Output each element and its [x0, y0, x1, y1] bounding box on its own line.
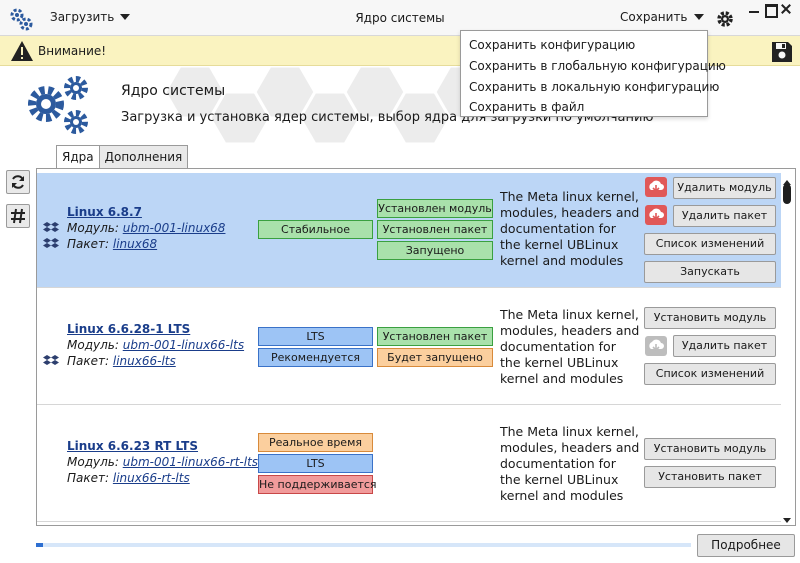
- row-divider: [37, 404, 781, 405]
- kernel-description: The Meta linux kernel, modules, headers …: [500, 189, 640, 268]
- refresh-icon: [12, 175, 24, 189]
- kernel-name[interactable]: Linux 6.6.23 RT LTS: [67, 439, 199, 453]
- run-button[interactable]: Запускать: [644, 261, 776, 283]
- load-menu-label: Загрузить: [50, 10, 115, 24]
- tab-kernels[interactable]: Ядра: [56, 145, 100, 170]
- warning-icon: [11, 41, 33, 61]
- kernel-description: The Meta linux kernel, modules, headers …: [500, 307, 640, 386]
- settings-gears-icon: [10, 8, 33, 31]
- status-badge: Будет запущено: [377, 348, 493, 367]
- hash-button[interactable]: [6, 204, 30, 228]
- tag-badge: Стабильное: [258, 220, 373, 239]
- package-label: Пакет:: [67, 471, 110, 485]
- download-icon[interactable]: [645, 205, 667, 225]
- load-menu-button[interactable]: Загрузить: [50, 10, 131, 24]
- save-dropdown-menu: Сохранить конфигурацию Сохранить в глоба…: [460, 30, 726, 117]
- menu-item-save-global[interactable]: Сохранить в глобальную конфигурацию: [469, 58, 726, 73]
- row-divider: [37, 521, 781, 522]
- remove-package-button[interactable]: Удалить пакет: [673, 335, 776, 357]
- dropbox-icon: [43, 238, 59, 248]
- tag-badge: Не поддерживается: [258, 475, 377, 494]
- gear-icon[interactable]: [716, 10, 734, 28]
- save-menu-button[interactable]: Сохранить: [620, 10, 704, 24]
- tag-badge: LTS: [258, 327, 373, 346]
- install-package-button[interactable]: Установить пакет: [644, 466, 776, 488]
- progress-bar: [36, 543, 691, 547]
- dropbox-icon: [43, 222, 59, 232]
- module-label: Модуль:: [67, 338, 119, 352]
- package-label: Пакет:: [67, 354, 110, 368]
- status-badge: Установлен пакет: [377, 327, 493, 346]
- dropbox-icon: [43, 355, 59, 365]
- package-link[interactable]: linux66-lts: [112, 354, 176, 368]
- row-divider: [37, 287, 781, 288]
- menu-item-save-config[interactable]: Сохранить конфигурацию: [469, 38, 636, 52]
- download-icon[interactable]: [645, 336, 667, 356]
- maximize-icon[interactable]: [764, 3, 778, 18]
- kernel-module-line: Модуль: ubm-001-linux66-rt-lts: [67, 455, 258, 469]
- changelog-button[interactable]: Список изменений: [644, 363, 776, 385]
- close-icon[interactable]: [780, 3, 792, 15]
- package-link[interactable]: linux66-rt-lts: [112, 471, 190, 485]
- package-link[interactable]: linux68: [112, 237, 158, 251]
- module-link[interactable]: ubm-001-linux66-lts: [122, 338, 245, 352]
- tab-addons[interactable]: Дополнения: [98, 145, 189, 169]
- remove-module-button[interactable]: Удалить модуль: [673, 177, 776, 199]
- status-badge: Запущено: [377, 241, 493, 260]
- scroll-thumb[interactable]: [783, 184, 791, 204]
- kernel-description: The Meta linux kernel, modules, headers …: [500, 424, 640, 503]
- scroll-down-arrow[interactable]: [783, 518, 791, 523]
- chevron-down-icon: [693, 14, 704, 20]
- kernel-list: Linux 6.8.7 Модуль: ubm-001-linux68 Паке…: [36, 168, 796, 526]
- tag-badge: LTS: [258, 454, 373, 473]
- chevron-down-icon: [120, 14, 131, 20]
- vertical-scrollbar[interactable]: [780, 180, 794, 526]
- save-menu-label: Сохранить: [620, 10, 688, 24]
- kernel-row[interactable]: Linux 6.8.7 Модуль: ubm-001-linux68 Паке…: [37, 173, 781, 287]
- kernel-row[interactable]: Linux 6.6.28-1 LTS Модуль: ubm-001-linux…: [37, 288, 781, 404]
- refresh-button[interactable]: [6, 170, 30, 194]
- kernel-name[interactable]: Linux 6.6.28-1 LTS: [67, 322, 191, 336]
- floppy-disk-icon[interactable]: [770, 40, 794, 64]
- status-badge: Установлен пакет: [377, 220, 493, 239]
- kernel-package-line: Пакет: linux66-rt-lts: [67, 471, 190, 485]
- install-module-button[interactable]: Установить модуль: [644, 438, 776, 460]
- tag-badge: Рекомендуется: [258, 348, 373, 367]
- scroll-up-arrow[interactable]: [783, 180, 791, 185]
- details-button[interactable]: Подробнее: [697, 534, 795, 557]
- status-badge: Установлен модуль: [377, 199, 493, 218]
- kernel-package-line: Пакет: linux66-lts: [67, 354, 176, 368]
- menu-item-save-local[interactable]: Сохранить в локальную конфигурацию: [469, 79, 720, 94]
- kernel-module-line: Модуль: ubm-001-linux68: [67, 221, 225, 235]
- kernel-name[interactable]: Linux 6.8.7: [67, 205, 142, 219]
- menu-item-save-file[interactable]: Сохранить в файл: [469, 100, 585, 115]
- remove-package-button[interactable]: Удалить пакет: [673, 205, 776, 227]
- module-label: Модуль:: [67, 455, 119, 469]
- module-label: Модуль:: [67, 221, 119, 235]
- changelog-button[interactable]: Список изменений: [644, 233, 776, 255]
- download-icon[interactable]: [645, 177, 667, 197]
- progress-fill: [36, 543, 43, 547]
- minimize-icon[interactable]: [748, 3, 760, 15]
- kernel-gears-icon: [28, 76, 88, 134]
- kernel-module-line: Модуль: ubm-001-linux66-lts: [67, 338, 244, 352]
- kernel-row[interactable]: Linux 6.6.23 RT LTS Модуль: ubm-001-linu…: [37, 405, 781, 521]
- hash-icon: [11, 208, 25, 224]
- module-link[interactable]: ubm-001-linux68: [122, 221, 226, 235]
- page-title: Ядро системы: [121, 83, 226, 99]
- warning-text: Внимание!: [38, 44, 107, 58]
- kernel-package-line: Пакет: linux68: [67, 237, 157, 251]
- tag-badge: Реальное время: [258, 433, 373, 452]
- package-label: Пакет:: [67, 237, 110, 251]
- tab-bar: Ядра Дополнения: [56, 145, 189, 170]
- module-link[interactable]: ubm-001-linux66-rt-lts: [122, 455, 259, 469]
- install-module-button[interactable]: Установить модуль: [644, 307, 776, 329]
